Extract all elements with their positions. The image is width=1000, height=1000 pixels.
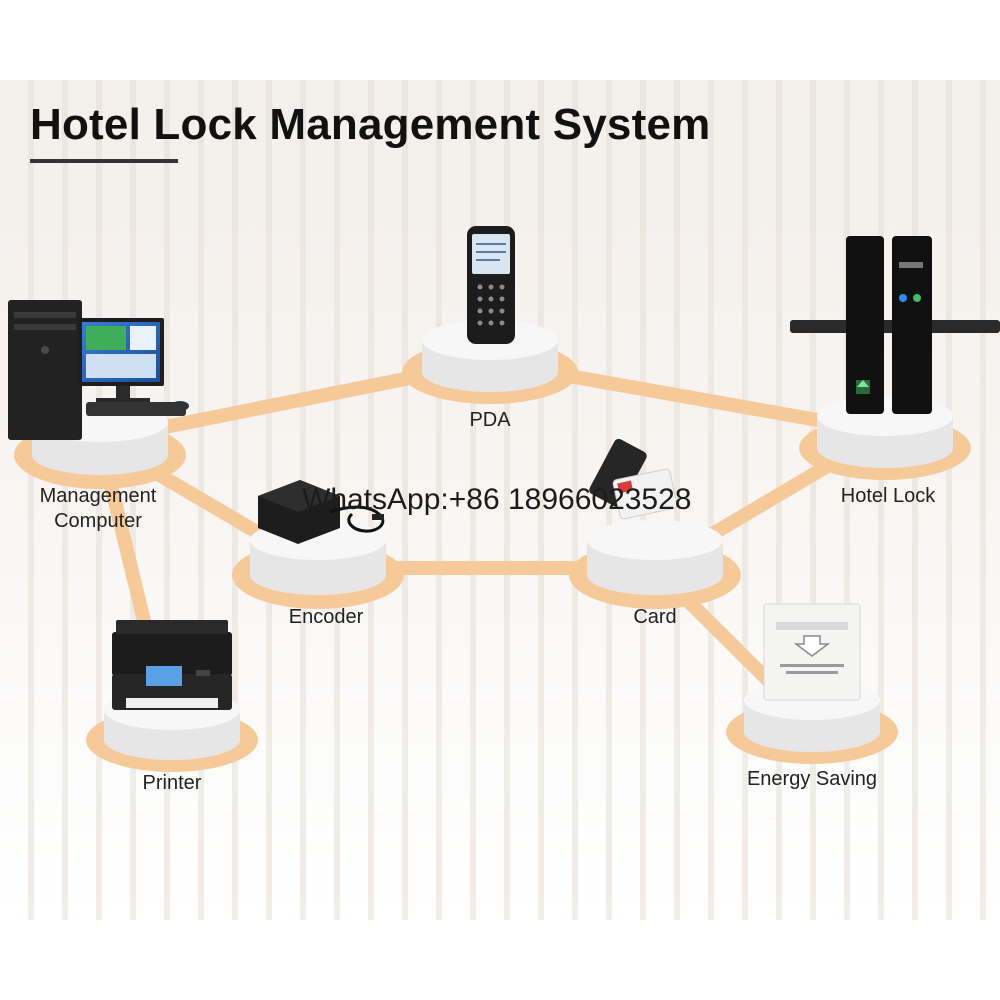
- printer-icon: [112, 620, 232, 710]
- platform-card: [569, 520, 741, 609]
- label-card: Card: [633, 606, 677, 628]
- computer-icon: [8, 300, 189, 440]
- title-underline: [30, 159, 178, 163]
- label-energy-saving: Energy Saving: [746, 768, 878, 790]
- door-lock-icon: [790, 236, 1000, 414]
- top-margin: [0, 0, 1000, 80]
- page-title: Hotel Lock Management System: [30, 100, 711, 149]
- label-pda: PDA: [469, 409, 511, 431]
- label-hotel-lock: Hotel Lock: [840, 485, 936, 507]
- label-printer: Printer: [142, 772, 202, 794]
- label-encoder: Encoder: [288, 606, 364, 628]
- label-management-computer: Management Computer: [39, 485, 157, 532]
- platform-pda: [402, 320, 578, 404]
- hotel-lobby-background: [0, 80, 1000, 920]
- platform-encoder: [232, 520, 404, 609]
- key-card-icon: [589, 438, 678, 520]
- bottom-margin: [0, 920, 1000, 1000]
- card-encoder-icon: [258, 480, 385, 544]
- energy-saving-switch-icon: [763, 603, 861, 701]
- platform-hotel-lock: [799, 396, 971, 480]
- pda-icon: [467, 226, 515, 344]
- watermark-contact: WhatsApp:+86 18966023528: [302, 483, 692, 516]
